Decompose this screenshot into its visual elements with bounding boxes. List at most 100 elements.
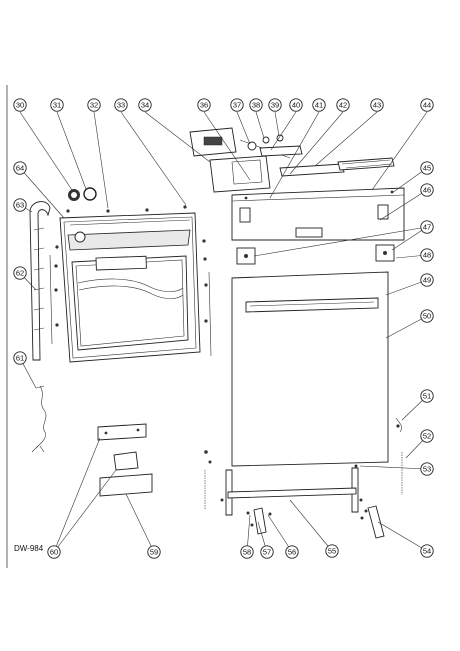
callout-44: 44 [420, 98, 434, 112]
top-rail [279, 157, 395, 177]
callout-number: 34 [141, 101, 149, 110]
callout-number: 43 [373, 101, 381, 110]
callout-46: 46 [420, 183, 434, 197]
callout-number: 50 [423, 312, 431, 321]
bottom-cover [97, 423, 153, 497]
hinge-arms [246, 505, 385, 539]
callout-49: 49 [420, 273, 434, 287]
callout-number: 36 [200, 101, 208, 110]
callout-58: 58 [240, 545, 254, 559]
callout-48: 48 [420, 248, 434, 262]
callout-number: 30 [16, 101, 24, 110]
callout-37: 37 [230, 98, 244, 112]
callout-circle [240, 545, 254, 559]
callout-60: 60 [47, 545, 61, 559]
callout-number: 48 [423, 251, 431, 260]
callout-circle [87, 98, 101, 112]
callout-61: 61 [13, 351, 27, 365]
callout-number: 33 [117, 101, 125, 110]
callout-64: 64 [13, 161, 27, 175]
callout-circle [420, 248, 434, 262]
callout-circle [13, 161, 27, 175]
callout-circle [289, 98, 303, 112]
callout-circle [50, 98, 64, 112]
callout-number: 64 [16, 164, 24, 173]
callout-number: 47 [423, 223, 431, 232]
ring-gasket [68, 187, 97, 201]
callout-47: 47 [420, 220, 434, 234]
callout-number: 51 [423, 392, 431, 401]
callout-number: 38 [252, 101, 260, 110]
callout-number: 58 [243, 548, 251, 557]
callout-53: 53 [420, 462, 434, 476]
callout-number: 55 [328, 547, 336, 556]
callout-circle [420, 273, 434, 287]
callout-number: 62 [16, 269, 24, 278]
callout-33: 33 [114, 98, 128, 112]
callout-number: 59 [150, 548, 158, 557]
callout-circle [13, 98, 27, 112]
callout-circle [312, 98, 326, 112]
callout-number: 63 [16, 201, 24, 210]
door-gasket [29, 201, 51, 361]
callout-51: 51 [420, 389, 434, 403]
model-code-label: DW-984 [14, 544, 44, 553]
callout-number: 41 [315, 101, 323, 110]
hinge-brackets [236, 244, 395, 265]
panel-screws [54, 205, 208, 327]
callout-circle [420, 98, 434, 112]
callout-number: 54 [423, 547, 431, 556]
callout-45: 45 [420, 161, 434, 175]
callout-50: 50 [420, 309, 434, 323]
callout-circle [420, 389, 434, 403]
callout-30: 30 [13, 98, 27, 112]
callout-63: 63 [13, 198, 27, 212]
top-console [231, 187, 405, 241]
wire-harness [31, 385, 47, 453]
callout-number: 60 [50, 548, 58, 557]
callout-circle [325, 544, 339, 558]
callout-circle [147, 545, 161, 559]
callout-circle [268, 98, 282, 112]
callout-number: 57 [263, 548, 271, 557]
callout-62: 62 [13, 266, 27, 280]
callout-circle [13, 351, 27, 365]
callout-59: 59 [147, 545, 161, 559]
callout-number: 61 [16, 354, 24, 363]
callout-circle [114, 98, 128, 112]
callout-number: 31 [53, 101, 61, 110]
callout-circle [249, 98, 263, 112]
callout-circle [13, 266, 27, 280]
callout-circle [197, 98, 211, 112]
small-wire [395, 417, 402, 433]
callout-number: 39 [271, 101, 279, 110]
callout-circle [420, 161, 434, 175]
callout-31: 31 [50, 98, 64, 112]
callout-number: 42 [339, 101, 347, 110]
callout-number: 52 [423, 432, 431, 441]
callout-38: 38 [249, 98, 263, 112]
callout-43: 43 [370, 98, 384, 112]
callout-number: 49 [423, 276, 431, 285]
callout-55: 55 [325, 544, 339, 558]
callout-circle [260, 545, 274, 559]
callout-number: 37 [233, 101, 241, 110]
callout-36: 36 [197, 98, 211, 112]
side-strips [49, 254, 212, 357]
callout-56: 56 [285, 545, 299, 559]
callout-number: 46 [423, 186, 431, 195]
door-springs [204, 424, 403, 510]
callout-circle [285, 545, 299, 559]
callout-52: 52 [420, 429, 434, 443]
callout-circle [420, 220, 434, 234]
callout-number: 32 [90, 101, 98, 110]
callout-circle [420, 183, 434, 197]
callout-number: 44 [423, 101, 431, 110]
callout-number: 45 [423, 164, 431, 173]
callout-circle [420, 544, 434, 558]
callout-circle [47, 545, 61, 559]
callout-circle [336, 98, 350, 112]
control-module [189, 127, 303, 193]
